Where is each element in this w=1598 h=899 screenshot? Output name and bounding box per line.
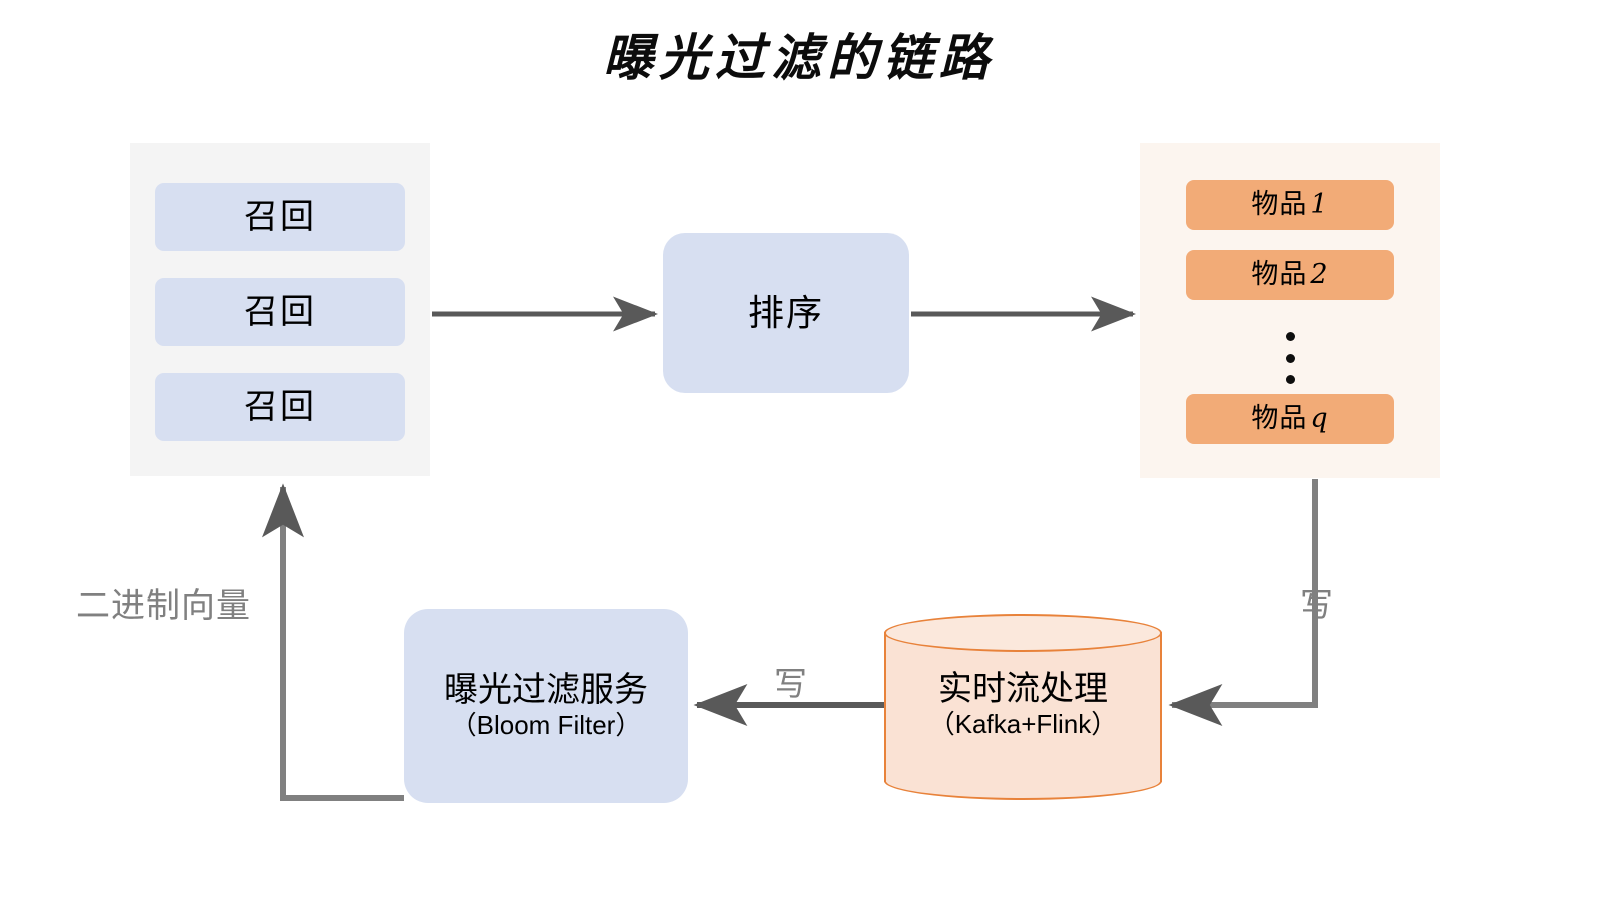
recall-box-2[interactable]: 召回: [155, 278, 405, 346]
stream-processing-line2: （Kafka+Flink）: [928, 709, 1118, 740]
stream-processing-label: 实时流处理 （Kafka+Flink）: [884, 670, 1162, 739]
item-1-text: 物品: [1251, 189, 1308, 220]
exposure-filter-service-node[interactable]: 曝光过滤服务 （Bloom Filter）: [404, 609, 688, 803]
ellipsis-dot-2: [1285, 353, 1295, 363]
stream-processing-cylinder[interactable]: 实时流处理 （Kafka+Flink）: [884, 614, 1162, 800]
page-title: 曝光过滤的链路: [603, 28, 995, 87]
item-1-index: 1: [1310, 189, 1329, 221]
rank-node-label: 排序: [747, 291, 824, 333]
ellipsis-dot-3: [1285, 375, 1295, 384]
rank-node[interactable]: 排序: [663, 233, 909, 393]
edge-label-write-items-to-stream: 写: [1300, 586, 1333, 623]
recall-box-2-label: 召回: [244, 292, 316, 331]
exposure-filter-service-line1: 曝光过滤服务: [444, 671, 648, 710]
item-2-index: 2: [1310, 259, 1329, 291]
arrow-items-to-stream: [1168, 479, 1318, 726]
recall-box-1-label: 召回: [244, 197, 316, 236]
vertical-ellipsis-icon: [1282, 332, 1298, 384]
edge-label-binary-vector: 二进制向量: [76, 587, 251, 625]
ellipsis-dot-1: [1285, 332, 1295, 341]
exposure-filter-service-line2: （Bloom Filter）: [450, 710, 642, 741]
cylinder-top-ellipse: [884, 614, 1162, 652]
arrow-service-to-recall: [262, 483, 404, 801]
recall-box-3[interactable]: 召回: [155, 373, 405, 441]
recall-box-1[interactable]: 召回: [155, 183, 405, 251]
edge-label-write-stream-to-service: 写: [774, 665, 807, 702]
item-q-index: q: [1310, 403, 1329, 435]
recall-box-3-label: 召回: [244, 387, 316, 426]
item-q-text: 物品: [1251, 403, 1308, 434]
cylinder-body-mask: [886, 754, 1160, 768]
item-2-text: 物品: [1251, 259, 1308, 290]
stream-processing-line1: 实时流处理: [938, 670, 1108, 708]
